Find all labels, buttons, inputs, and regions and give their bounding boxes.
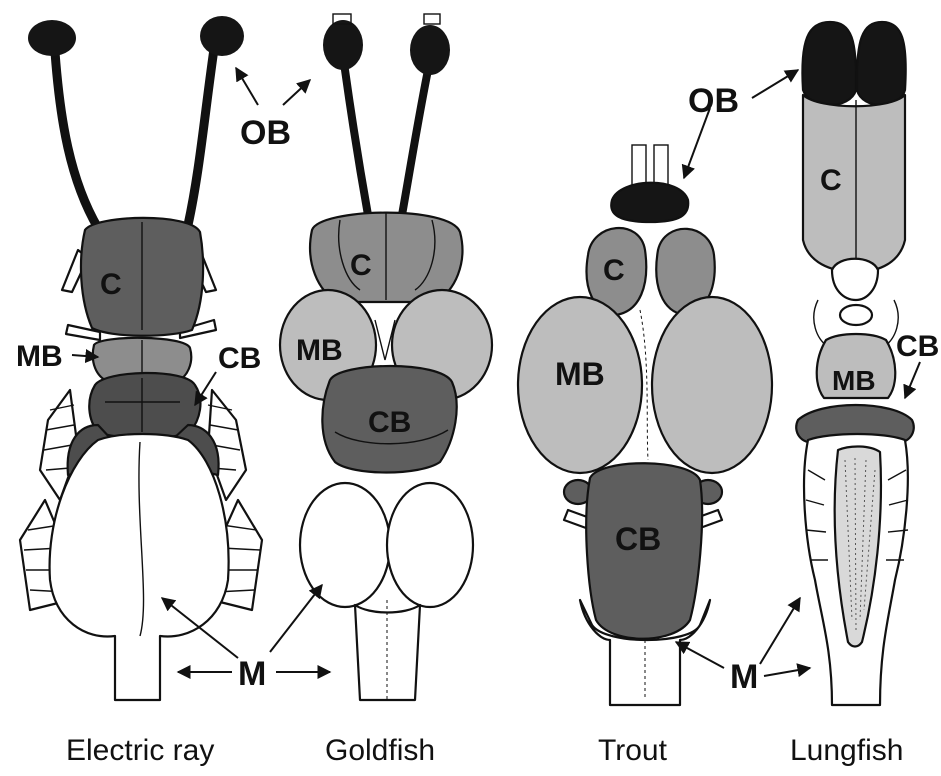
goldfish-olfactory-bulb-right [410, 25, 450, 75]
label-c-electric-ray: C [100, 268, 122, 301]
label-mb-lungfish: MB [832, 365, 876, 396]
goldfish-olfactory-stalk-left [345, 70, 368, 215]
species-captions: Electric ray Goldfish Trout Lungfish [66, 734, 903, 767]
caption-electric-ray: Electric ray [66, 734, 214, 767]
caption-lungfish: Lungfish [790, 734, 903, 767]
electric-ray-olfactory-bulb-left [28, 20, 76, 56]
label-cb-goldfish: CB [368, 406, 411, 439]
label-mb-trout: MB [555, 356, 605, 392]
goldfish-olfactory-bulb-left [323, 20, 363, 70]
label-c-goldfish: C [350, 249, 372, 282]
caption-goldfish: Goldfish [325, 734, 435, 767]
trout-brain [518, 145, 772, 705]
caption-trout: Trout [598, 734, 668, 767]
goldfish-medulla-left [300, 483, 390, 607]
label-cb-lungfish: CB [896, 330, 939, 363]
label-ob-left: OB [240, 114, 291, 152]
lungfish-cerebrum [803, 95, 905, 272]
label-cb-electric-ray: CB [218, 342, 261, 375]
trout-midbrain-right [652, 297, 772, 473]
electric-ray-olfactory-stalk-right [188, 42, 215, 225]
lungfish-pineal [832, 259, 878, 300]
electric-ray-olfactory-stalk-left [55, 52, 98, 228]
lungfish-olfactory-bulb-left [802, 22, 856, 105]
label-c-lungfish: C [820, 164, 842, 197]
trout-olfactory-bulb [611, 183, 688, 222]
label-m-left: M [238, 655, 266, 693]
goldfish-olfactory-stalk-right [402, 70, 428, 215]
label-ob-right: OB [688, 82, 739, 120]
label-c-trout: C [603, 254, 625, 287]
trout-olfactory-nerve-right [654, 145, 668, 185]
lungfish-olfactory-bulb-right [857, 22, 906, 105]
label-cb-trout: CB [615, 521, 661, 557]
label-mb-goldfish: MB [296, 334, 343, 367]
trout-olfactory-nerve-left [632, 145, 646, 185]
lungfish-brain [796, 22, 914, 705]
label-mb-electric-ray: MB [16, 340, 63, 373]
label-m-right: M [730, 658, 758, 696]
electric-ray-olfactory-bulb-right [200, 16, 244, 56]
goldfish-medulla-right [387, 483, 473, 607]
